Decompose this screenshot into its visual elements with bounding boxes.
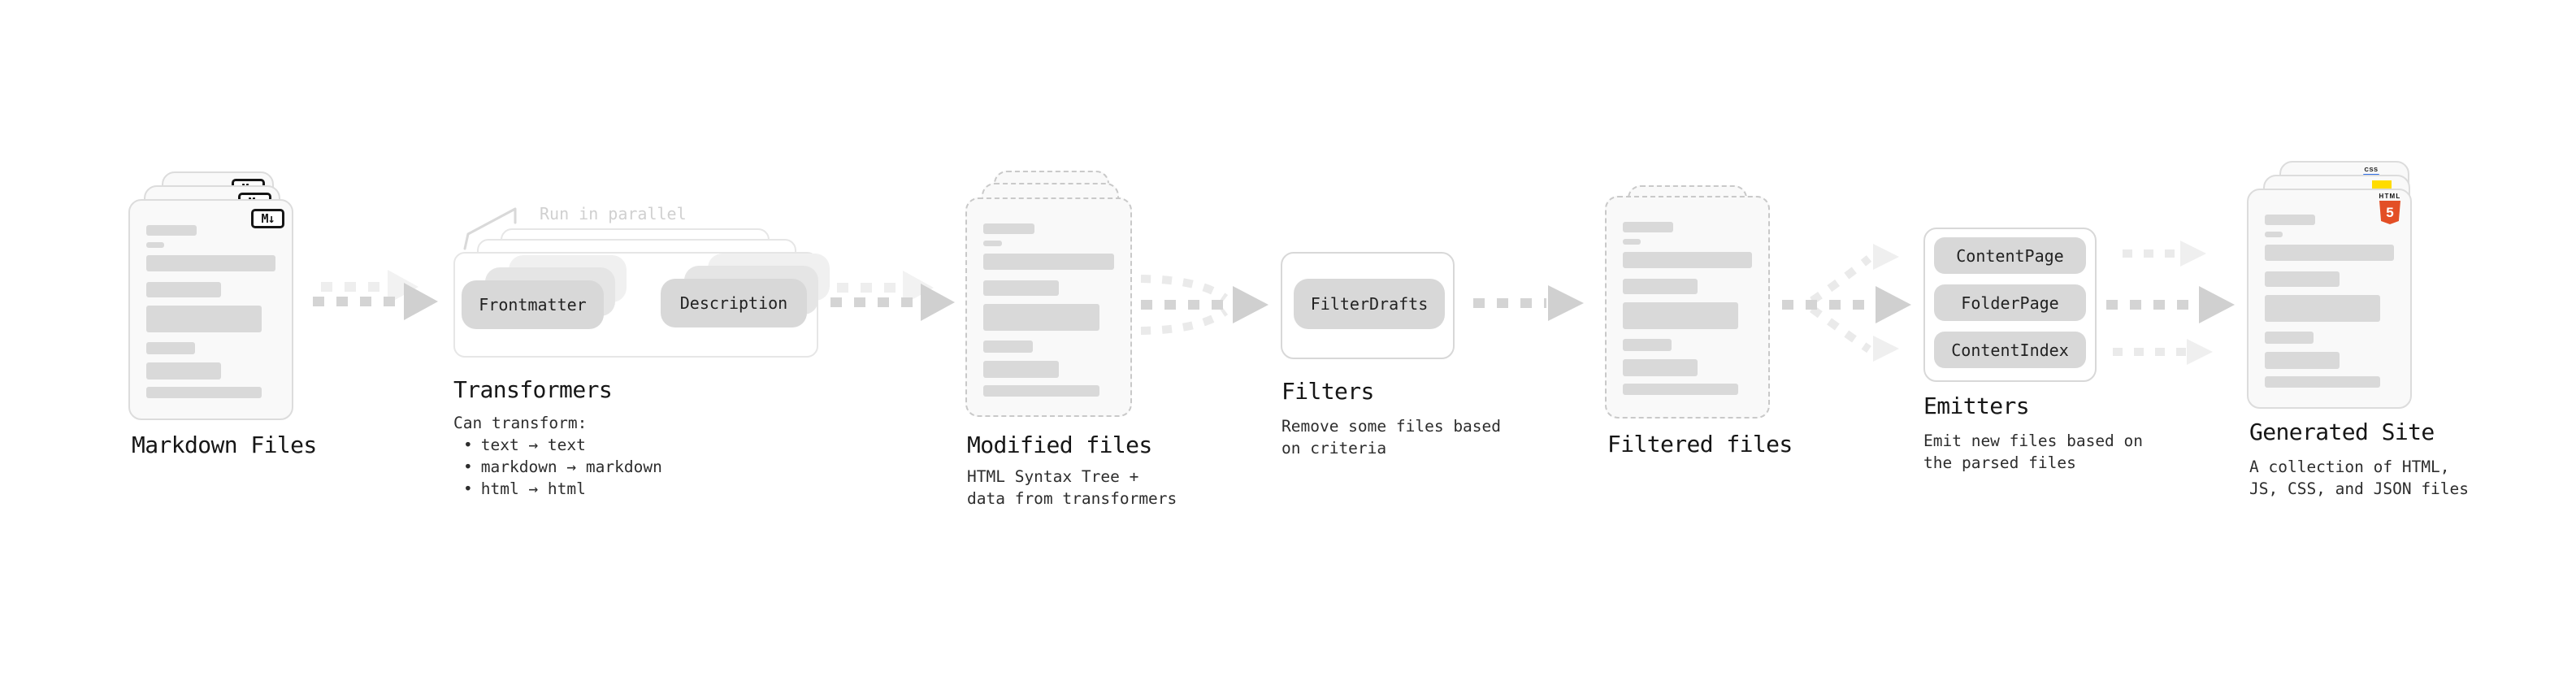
text-line-placeholder (146, 387, 262, 398)
text-line-placeholder (983, 340, 1034, 353)
bullet-icon: • (463, 436, 473, 454)
run-in-parallel-annotation: Run in parallel (540, 204, 687, 223)
text-line-placeholder (1623, 279, 1698, 294)
text-line-placeholder (983, 304, 1100, 331)
transform-bullet: • text → text (453, 434, 662, 456)
text-line-placeholder (2265, 232, 2283, 237)
text-line-placeholder (146, 282, 222, 297)
text-line-placeholder (146, 255, 275, 271)
html5-icon: HTML 5 (2379, 193, 2401, 224)
text-line-placeholder (983, 223, 1034, 234)
filters-subtitle: Remove some files based on criteria (1281, 415, 1501, 459)
document-text-placeholder (983, 223, 1114, 397)
subtitle-line: data from transformers (967, 489, 1177, 508)
modified-file-card-front (965, 197, 1132, 417)
markdown-files-title: Markdown Files (132, 432, 317, 458)
subtitle-line: the parsed files (1923, 453, 2076, 472)
arrow-transformers-to-modified (830, 271, 955, 321)
text-line-placeholder (146, 242, 165, 248)
folderpage-pill: FolderPage (1934, 284, 2086, 321)
css-icon-label: CSS (2364, 166, 2379, 173)
text-line-placeholder (983, 241, 1002, 246)
js-icon (2372, 180, 2392, 190)
filtered-file-card-front (1605, 196, 1770, 419)
text-line-placeholder (983, 361, 1060, 378)
text-line-placeholder (1623, 252, 1752, 268)
bullet-text: text → text (480, 436, 586, 454)
arrow-filtered-to-emitters-split (1782, 244, 1911, 362)
generated-site-subtitle: A collection of HTML, JS, CSS, and JSON … (2249, 456, 2469, 500)
text-line-placeholder (2265, 295, 2380, 322)
bullet-text: markdown → markdown (480, 458, 662, 476)
text-line-placeholder (2265, 332, 2314, 344)
markdown-file-card-front: M↓ (128, 199, 293, 420)
text-line-placeholder (983, 254, 1114, 270)
transform-bullet: • html → html (453, 478, 662, 500)
arrow-modified-to-filters-merge (1140, 275, 1268, 335)
modified-files-subtitle: HTML Syntax Tree + data from transformer… (967, 466, 1177, 510)
arrow-markdown-to-transformers (313, 270, 438, 320)
markdown-icon: M↓ (251, 209, 284, 228)
transform-bullet: • markdown → markdown (453, 456, 662, 478)
document-text-placeholder (146, 225, 275, 398)
html5-icon-label: HTML (2379, 193, 2401, 200)
text-line-placeholder (1623, 359, 1698, 376)
generated-site-title: Generated Site (2249, 419, 2435, 445)
text-line-placeholder (1623, 222, 1673, 232)
filterdrafts-pill: FilterDrafts (1294, 279, 1445, 329)
subtitle-line: on criteria (1281, 439, 1387, 458)
subtitle-line: JS, CSS, and JSON files (2249, 479, 2470, 498)
subtitle-line: Remove some files based (1281, 417, 1502, 436)
bullet-icon: • (463, 458, 473, 476)
text-line-placeholder (2265, 376, 2380, 388)
arrow-filters-to-filtered (1473, 285, 1584, 321)
emitters-subtitle: Emit new files based on the parsed files (1923, 430, 2143, 474)
arrow-emitters-to-generated (2106, 241, 2235, 365)
text-line-placeholder (2265, 352, 2340, 369)
html5-icon-shield: 5 (2379, 201, 2400, 224)
text-line-placeholder (1623, 239, 1641, 245)
emitters-title: Emitters (1923, 393, 2030, 419)
bullet-icon: • (463, 479, 473, 498)
modified-files-title: Modified files (967, 432, 1152, 458)
generated-html-card: HTML 5 (2247, 189, 2412, 409)
text-line-placeholder (146, 342, 196, 354)
frontmatter-pill: Frontmatter (462, 280, 604, 329)
text-line-placeholder (1623, 302, 1738, 329)
filters-title: Filters (1281, 378, 1374, 405)
subtitle-line: Emit new files based on (1923, 432, 2144, 450)
text-line-placeholder (2265, 215, 2315, 225)
text-line-placeholder (1623, 384, 1738, 395)
description-pill: Description (661, 279, 807, 327)
transformers-title: Transformers (453, 376, 613, 403)
subtitle-line: HTML Syntax Tree + (967, 467, 1139, 486)
text-line-placeholder (983, 280, 1060, 296)
text-line-placeholder (146, 306, 262, 332)
run-in-parallel-callout-line (463, 207, 517, 250)
transformers-description: Can transform: • text → text • markdown … (453, 412, 662, 500)
subtitle-line: A collection of HTML, (2249, 458, 2450, 476)
text-line-placeholder (146, 362, 222, 380)
contentpage-pill: ContentPage (1934, 237, 2086, 274)
text-line-placeholder (2265, 245, 2394, 261)
bullet-text: html → html (480, 479, 586, 498)
text-line-placeholder (1623, 339, 1672, 351)
contentindex-pill: ContentIndex (1934, 332, 2086, 368)
text-line-placeholder (2265, 271, 2340, 287)
transformers-desc-heading: Can transform: (453, 414, 588, 432)
document-text-placeholder (1623, 222, 1752, 395)
filtered-files-title: Filtered files (1607, 431, 1793, 458)
text-line-placeholder (983, 385, 1100, 397)
document-text-placeholder (2265, 215, 2394, 388)
text-line-placeholder (146, 225, 197, 236)
